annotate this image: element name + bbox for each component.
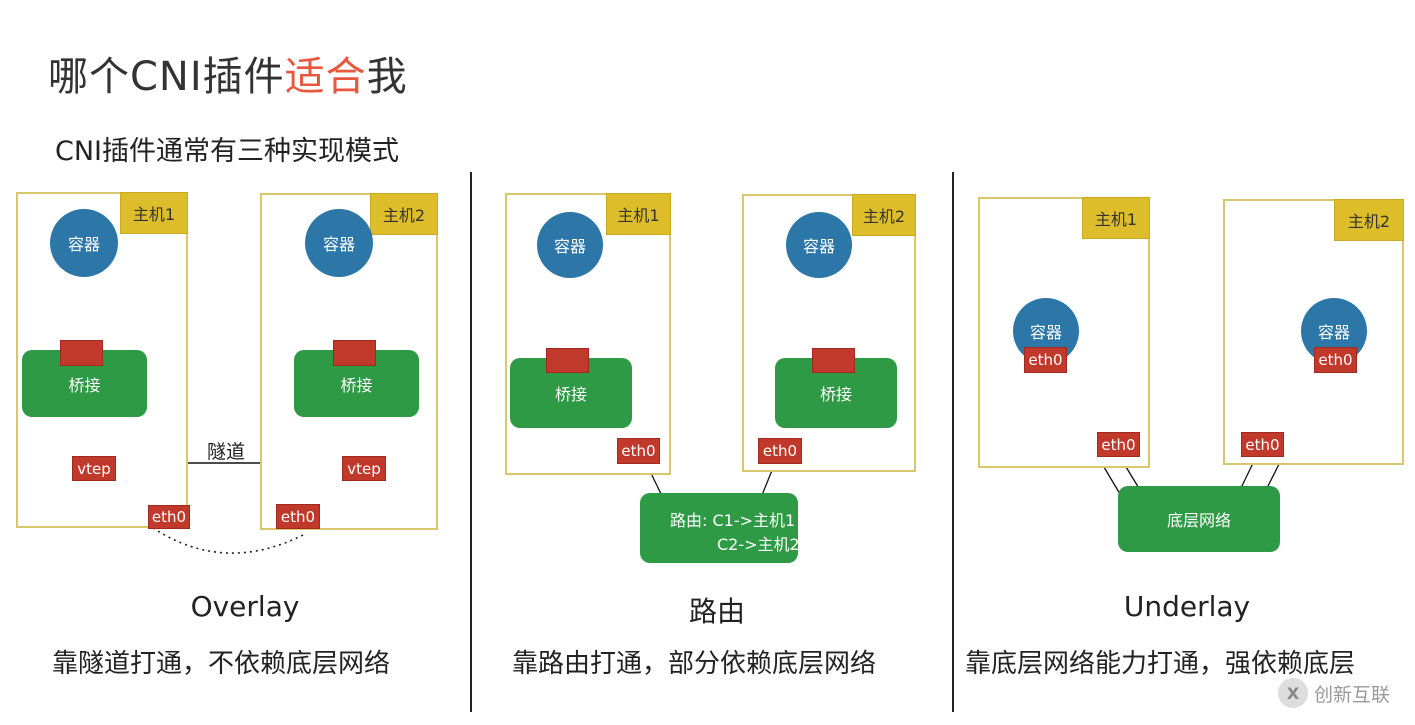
vtep-interface: vtep xyxy=(72,456,116,481)
tunnel-label: 隧道 xyxy=(207,441,246,463)
host-tag: 主机1 xyxy=(1082,197,1150,239)
bridge-port xyxy=(812,348,855,373)
container-node: 容器 xyxy=(50,209,118,277)
host-tag: 主机1 xyxy=(606,193,671,235)
container-node: 容器 xyxy=(305,209,373,277)
eth0-interface: eth0 xyxy=(1024,347,1067,373)
panel-description: 靠隧道打通，不依赖底层网络 xyxy=(52,649,391,679)
watermark-text: 创新互联 xyxy=(1314,683,1391,706)
panel-description: 靠路由打通，部分依赖底层网络 xyxy=(512,649,877,679)
eth0-interface: eth0 xyxy=(1097,432,1140,457)
router-route-2: C2->主机2 xyxy=(717,535,800,554)
title-suffix: 我 xyxy=(366,54,408,100)
bridge-port xyxy=(60,340,103,366)
router-node: 路由: C1->主机1 C2->主机2 xyxy=(640,493,800,563)
host-tag: 主机2 xyxy=(852,194,916,236)
eth0-interface: eth0 xyxy=(148,505,190,529)
watermark-logo: X 创新互联 xyxy=(1278,678,1390,708)
panel-description: 靠底层网络能力打通，强依赖底层 xyxy=(965,649,1356,679)
host-tag: 主机2 xyxy=(370,193,438,235)
container-node: 容器 xyxy=(786,212,852,278)
eth0-interface: eth0 xyxy=(1314,347,1357,373)
watermark-icon: X xyxy=(1278,678,1308,708)
title-highlight: 适合 xyxy=(284,54,367,100)
panel-divider xyxy=(470,172,472,712)
bridge-port xyxy=(546,348,589,373)
eth0-interface: eth0 xyxy=(276,504,320,529)
title-prefix: 哪个CNI插件 xyxy=(48,54,285,100)
host-tag: 主机1 xyxy=(120,192,188,234)
panel-divider xyxy=(952,172,954,712)
host-tag: 主机2 xyxy=(1334,199,1404,241)
page-title: 哪个CNI插件适合我 xyxy=(48,44,408,102)
container-node: 容器 xyxy=(537,212,603,278)
router-route-1: 路由: C1->主机1 xyxy=(670,511,796,530)
panel-caption: Underlay xyxy=(1123,590,1251,623)
eth0-interface: eth0 xyxy=(617,438,660,464)
bridge-port xyxy=(333,340,376,366)
eth0-interface: eth0 xyxy=(1241,432,1284,457)
eth0-interface: eth0 xyxy=(758,438,802,464)
eth0-dotted-link xyxy=(152,527,306,554)
page-subtitle: CNI插件通常有三种实现模式 xyxy=(55,136,400,167)
vtep-interface: vtep xyxy=(342,456,386,481)
panel-caption: 路由 xyxy=(688,595,745,628)
panel-caption: Overlay xyxy=(190,590,300,623)
underlay-network-node: 底层网络 xyxy=(1118,486,1280,552)
